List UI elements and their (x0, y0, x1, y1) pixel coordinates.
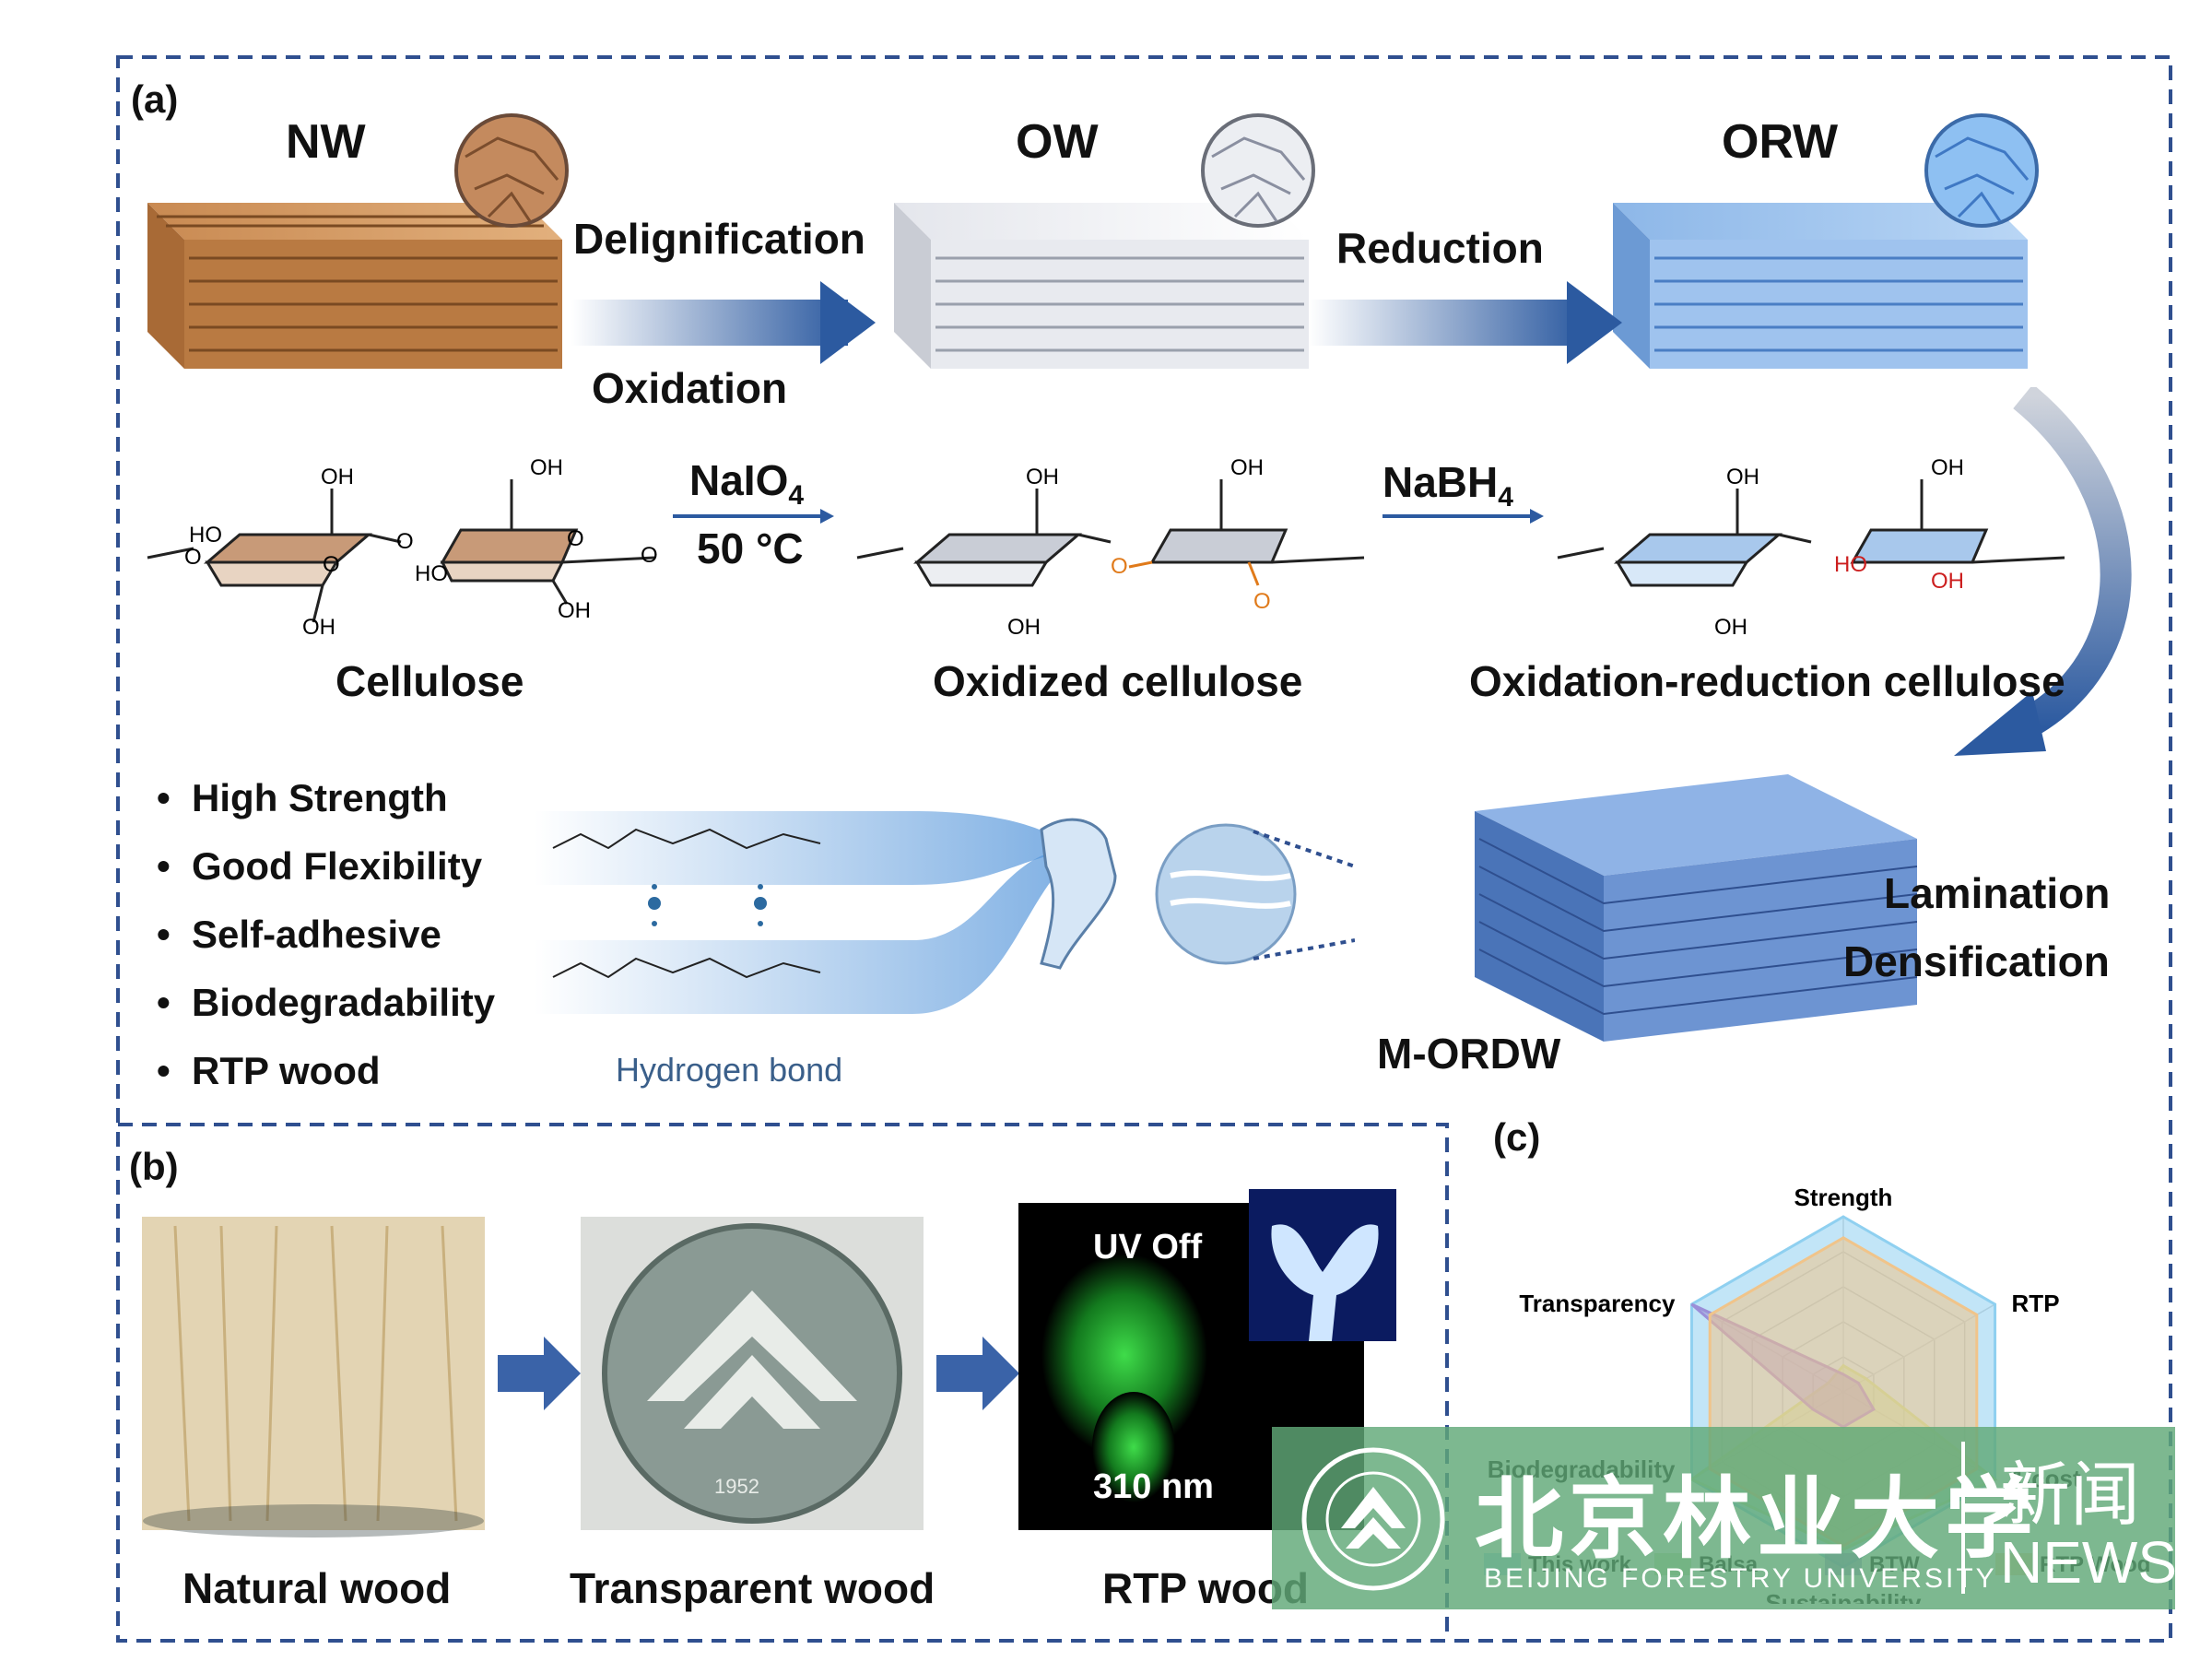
watermark-news-en: NEWS (2000, 1529, 2177, 1596)
property-item: • RTP wood (157, 1049, 381, 1092)
orw-label: ORW (1722, 115, 1839, 169)
cellulose-structure: OH HO O O O OH OH HO O OH O (147, 455, 658, 640)
radar-axis-label: RTP (2012, 1290, 2060, 1317)
cellulose-o-2: O (323, 552, 340, 577)
hydrogen-bond-label: Hydrogen bond (616, 1051, 843, 1089)
property-item: • High Strength (157, 776, 448, 819)
watermark-divider (1961, 1442, 1965, 1594)
reagent-nabh4: NaBH4 (1382, 458, 1513, 513)
ox-oh-1: OH (1026, 465, 1059, 489)
uv-on-label: UV On (1274, 1150, 1382, 1189)
oxred-oh-3: OH (1714, 615, 1747, 640)
ox-ketone-2: O (1253, 589, 1271, 614)
watermark-cn: 北京林业大学 (1475, 1467, 2039, 1571)
oxred-oh-red: OH (1931, 569, 1964, 594)
delignification-label: Delignification (573, 215, 865, 263)
panel-a-label: (a) (131, 77, 179, 121)
ox-ketone-1: O (1111, 554, 1128, 579)
cellulose-ho-2: HO (415, 561, 448, 586)
nw-label: NW (286, 115, 366, 169)
cellulose-label: Cellulose (335, 657, 524, 705)
watermark-en: BEIJING FORESTRY UNIVERSITY (1484, 1563, 1997, 1594)
university-seal-icon (1301, 1447, 1445, 1591)
cellulose-oh-3: OH (530, 455, 563, 480)
magnified-lens (1155, 823, 1297, 965)
radar-axis-label: Strength (1794, 1184, 1893, 1211)
cellulose-oh-2: OH (302, 615, 335, 640)
panel-c-label: (c) (1493, 1115, 1541, 1159)
radar-axis-label: Transparency (1519, 1290, 1676, 1317)
transparent-wood-label: Transparent wood (570, 1564, 935, 1612)
oxred-oh-2: OH (1931, 455, 1964, 480)
condition-50c: 50 °C (697, 524, 804, 572)
natural-wood-label: Natural wood (182, 1564, 452, 1612)
reagent-naio4: NaIO4 (689, 456, 805, 512)
cellulose-ho-1: HO (189, 523, 222, 548)
properties-list: • High Strength • Good Flexibility • Sel… (157, 776, 495, 1117)
orw-wood-block (1613, 113, 2039, 369)
arrow-reduction (1309, 281, 1622, 364)
ox-oh-2: OH (1230, 455, 1264, 480)
panel-b-photos: 1952 (142, 1189, 1396, 1538)
oxred-ho-red: HO (1834, 552, 1867, 577)
ox-oh-3: OH (1007, 615, 1041, 640)
cellulose-o-4: O (567, 526, 584, 551)
property-item: • Good Flexibility (157, 844, 483, 888)
panel-b-label: (b) (129, 1145, 179, 1188)
lamination-label: Lamination (1884, 869, 2111, 917)
oxred-oh-1: OH (1726, 465, 1759, 489)
watermark-banner: 北京林业大学 BEIJING FORESTRY UNIVERSITY 新闻 NE… (1272, 1427, 2177, 1609)
watermark-news-cn: 新闻 (2000, 1454, 2140, 1536)
oxred-cellulose-label: Oxidation-reduction cellulose (1469, 657, 2065, 705)
property-item: • Biodegradability (157, 981, 496, 1024)
densification-label: Densification (1843, 937, 2110, 985)
hydrogen-bond-diagram (535, 811, 1355, 1014)
arrow-delignification (571, 281, 876, 364)
mordw-label: M-ORDW (1377, 1030, 1561, 1078)
property-item: • Self-adhesive (157, 913, 441, 956)
cellulose-o-1: O (184, 545, 202, 570)
oxidation-label: Oxidation (592, 364, 788, 412)
nw-wood-block (147, 113, 569, 369)
bottle-icon (1040, 818, 1117, 970)
wavelength-label: 310 nm (1093, 1467, 1214, 1506)
cellulose-oh-1: OH (321, 465, 354, 489)
curved-arrow (1954, 387, 2132, 756)
ow-wood-block (894, 113, 1315, 369)
cellulose-oh-4: OH (558, 598, 591, 623)
uv-on-inset (1249, 1189, 1396, 1341)
ow-label: OW (1016, 115, 1099, 169)
mordw-block (1475, 774, 1917, 1042)
oxidized-cellulose-label: Oxidized cellulose (933, 657, 1303, 705)
chemical-structures: OH HO O O O OH OH HO O OH O OH OH OH O O (147, 455, 2065, 640)
uv-off-label: UV Off (1093, 1228, 1203, 1267)
cellulose-o-3: O (396, 529, 414, 554)
oxred-cellulose-structure: OH OH OH HO OH (1557, 455, 2065, 640)
reduction-label: Reduction (1336, 224, 1544, 272)
oxidized-cellulose-structure: OH OH OH O O (856, 455, 1365, 640)
logo-year-text: 1952 (714, 1475, 759, 1498)
cellulose-o-5: O (641, 543, 658, 568)
transparent-wood-photo: 1952 (581, 1217, 924, 1530)
wood-blocks-row (147, 113, 2039, 369)
natural-wood-photo (142, 1217, 485, 1538)
